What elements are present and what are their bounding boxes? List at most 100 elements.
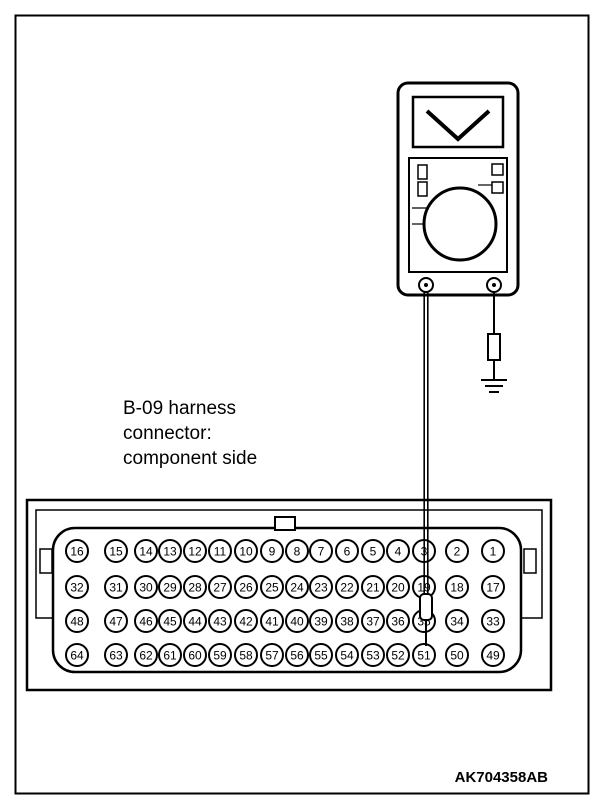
pin-circle [260,539,284,563]
connector-pin: 49 [481,643,505,667]
connector-pin: 39 [309,609,333,633]
pin-number: 59 [213,649,227,663]
connector-pin: 40 [285,609,309,633]
pin-circle [208,609,232,633]
connector-latch-right [523,548,537,574]
pin-number: 12 [188,545,202,559]
jack-center [492,283,496,287]
pin-number: 2 [454,545,461,559]
connector-pin: 13 [158,539,182,563]
connector-pin: 59 [208,643,232,667]
pin-number: 10 [239,545,253,559]
connector-pin: 28 [183,575,207,599]
connector-pin: 50 [445,643,469,667]
pin-number: 61 [163,649,177,663]
pin-number: 1 [490,545,497,559]
connector-pin: 41 [260,609,284,633]
pin-number: 5 [370,545,377,559]
pin-number: 8 [294,545,301,559]
pin-number: 9 [269,545,276,559]
ground-symbol-icon [481,379,507,393]
connector-pin: 51 [412,643,436,667]
pin-number: 15 [109,545,123,559]
connector-pin: 37 [361,609,385,633]
pin-number: 47 [109,615,123,629]
pin-number: 58 [239,649,253,663]
pin-circle [234,575,258,599]
ground-lead [481,292,507,393]
connector-pin: 27 [208,575,232,599]
pin-circle [361,539,385,563]
connector-pin: 8 [285,539,309,563]
pin-circle [361,609,385,633]
pin-circle [386,643,410,667]
pin-circle [65,539,89,563]
pin-circle [158,575,182,599]
connector-pin: 2 [445,539,469,563]
connector-label-line-1: B-09 harness [123,398,236,419]
connector-pin: 62 [134,643,158,667]
pin-circle [481,643,505,667]
pin-circle [445,539,469,563]
pin-circle [183,575,207,599]
connector-pin: 33 [481,609,505,633]
connector-pin: 4 [386,539,410,563]
mode-indicator-icon [417,164,428,180]
connector-pin: 12 [183,539,207,563]
pin-circle [208,575,232,599]
pin-circle [361,643,385,667]
pin-number: 56 [290,649,304,663]
connector-label-line-3: component side [123,448,257,469]
pin-circle [285,539,309,563]
connector-pin: 31 [104,575,128,599]
connector-pin: 34 [445,609,469,633]
figure-code: AK704358AB [455,769,549,786]
pin-number: 4 [395,545,402,559]
connector-pin: 48 [65,609,89,633]
pin-circle [335,643,359,667]
connector-pin: 10 [234,539,258,563]
pin-number: 20 [391,581,405,595]
pin-circle [208,643,232,667]
pin-circle [386,539,410,563]
pin-number: 57 [265,649,279,663]
probe-clip [487,333,501,361]
pin-number: 52 [391,649,405,663]
pin-circle [183,539,207,563]
pin-circle [445,609,469,633]
pin-circle [309,609,333,633]
pin-number: 44 [188,615,202,629]
pin-number: 49 [486,649,500,663]
pin-circle [65,575,89,599]
pin-number: 6 [344,545,351,559]
pin-number: 36 [391,615,405,629]
pin-number: 16 [70,545,84,559]
pin-circle [481,609,505,633]
connector-pin: 58 [234,643,258,667]
pin-circle [158,609,182,633]
pin-number: 28 [188,581,202,595]
connector-pin: 45 [158,609,182,633]
pin-circle [386,575,410,599]
pin-number: 46 [139,615,153,629]
connector-pin: 60 [183,643,207,667]
pin-number: 26 [239,581,253,595]
pin-circle [260,575,284,599]
pin-circle [104,609,128,633]
pin-circle [65,609,89,633]
pin-number: 50 [450,649,464,663]
connector-pins: 1615141312111098765432132313029282726252… [65,539,505,667]
connector-pin: 25 [260,575,284,599]
probe-lead [419,292,433,646]
pin-number: 53 [366,649,380,663]
pin-circle [134,539,158,563]
pin-circle [285,575,309,599]
pin-circle [234,539,258,563]
pin-number: 41 [265,615,279,629]
connector-pin: 32 [65,575,89,599]
pin-number: 60 [188,649,202,663]
pin-number: 22 [340,581,354,595]
pin-circle [309,575,333,599]
pin-number: 27 [213,581,227,595]
